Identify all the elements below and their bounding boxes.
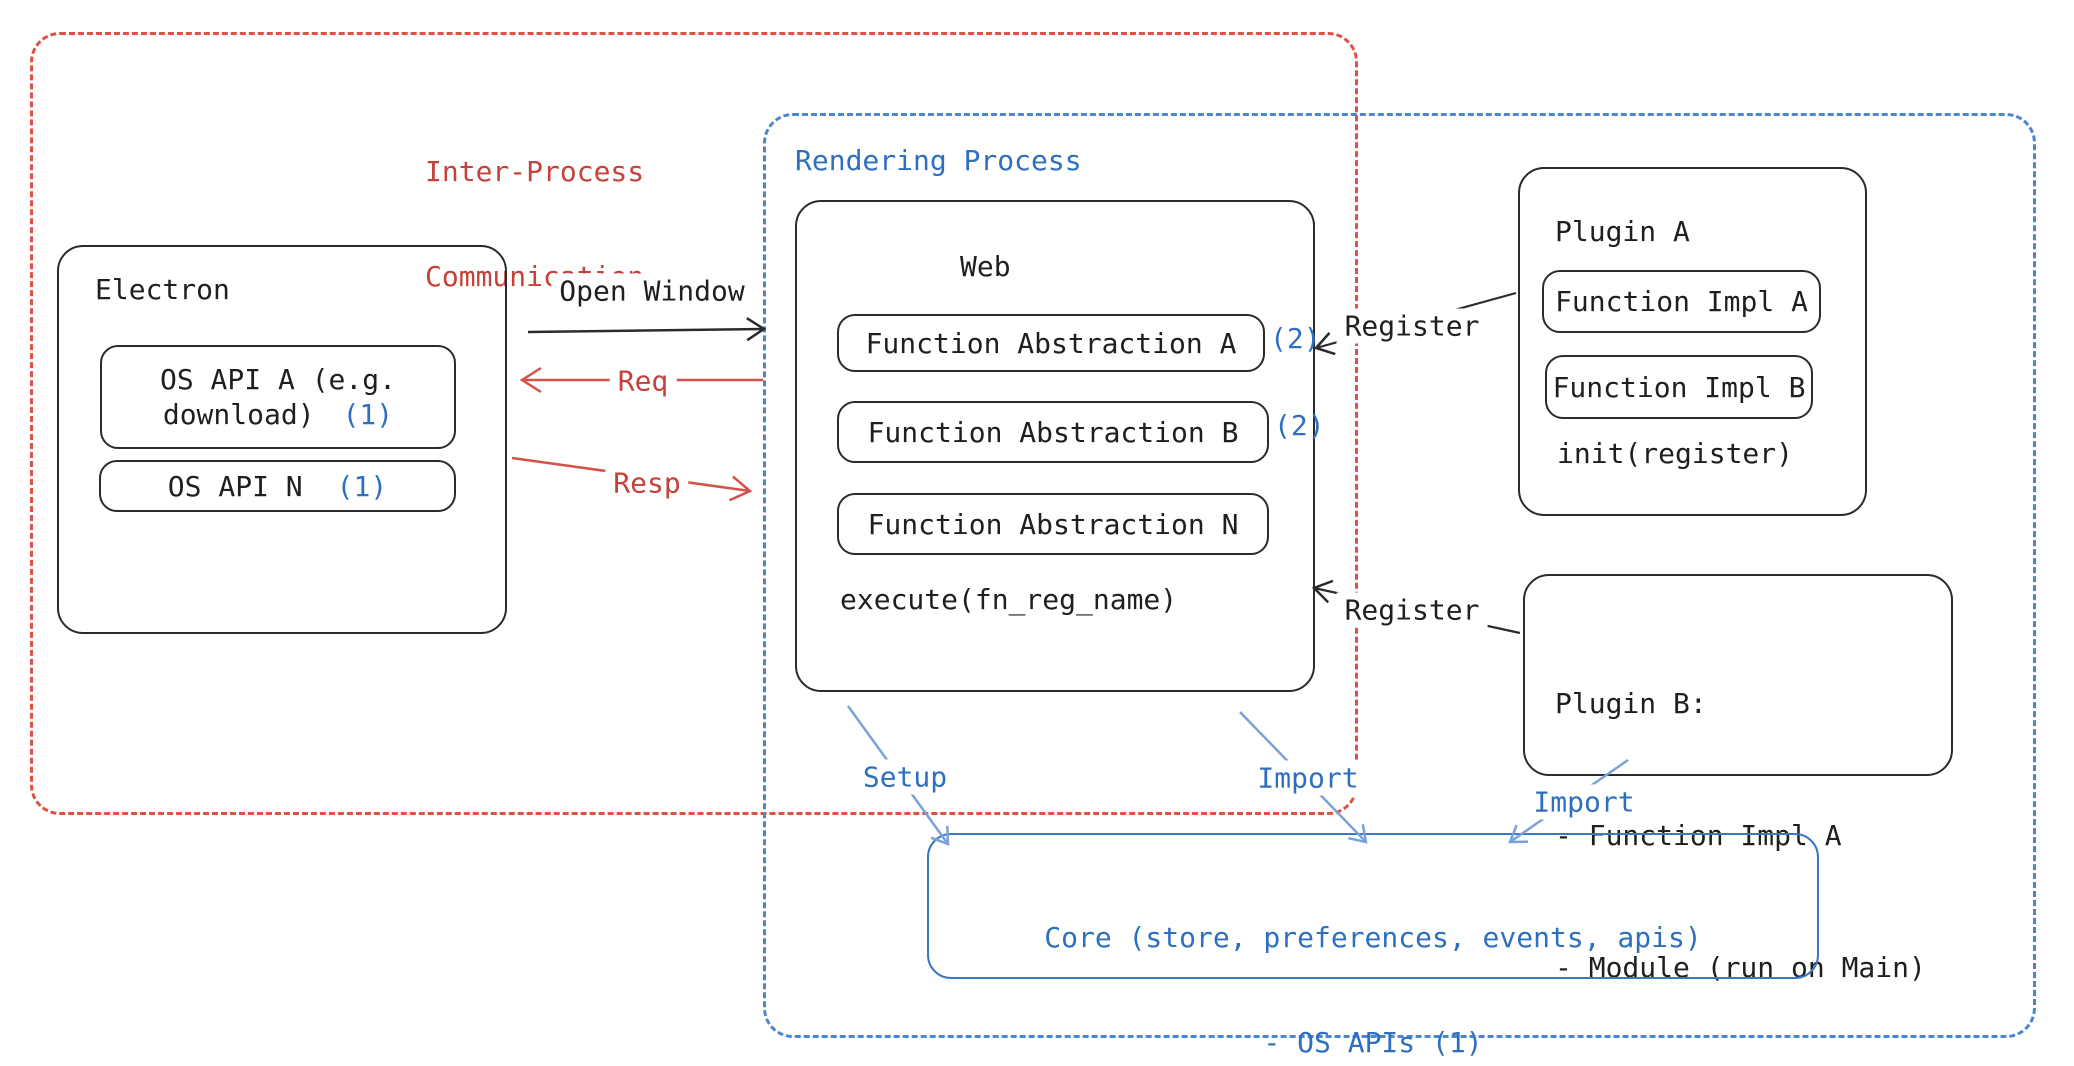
plugin-b-box: Plugin B: - Function Impl A - Module (ru… <box>1523 574 1953 984</box>
ipc-frame <box>30 32 1358 815</box>
os-api-a-line1: OS API A (e.g. <box>159 363 396 396</box>
core-line2: - OS APIs (1) <box>1263 1026 1483 1059</box>
core-line1: Core (store, preferences, events, apis) <box>1044 921 1702 954</box>
open-window-label: Open Window <box>551 273 753 309</box>
core-box: Core (store, preferences, events, apis) … <box>927 833 1819 1059</box>
register-top-label: Register <box>1336 308 1488 344</box>
function-impl-a-label: Function Impl A <box>1555 285 1808 318</box>
function-abstraction-a-label: Function Abstraction A <box>865 326 1237 360</box>
function-abstraction-b-box: Function Abstraction B <box>837 401 1269 463</box>
register-bottom-label: Register <box>1336 592 1488 628</box>
resp-label: Resp <box>605 465 689 501</box>
function-abstraction-n-label: Function Abstraction N <box>867 507 1239 541</box>
web-title: Web <box>960 250 1011 283</box>
req-label: Req <box>609 363 677 399</box>
function-abstraction-n-box: Function Abstraction N <box>837 493 1269 555</box>
function-impl-b-label: Function Impl B <box>1552 370 1806 404</box>
function-impl-a-box: Function Impl A <box>1542 270 1821 333</box>
electron-title: Electron <box>95 273 230 306</box>
execute-label: execute(fn_reg_name) <box>840 583 1178 616</box>
plugin-a-title: Plugin A <box>1555 215 1690 248</box>
os-api-n-box: OS API N (1) <box>99 460 456 512</box>
rendering-process-label: Rendering Process <box>795 144 1082 177</box>
function-abstraction-b-label: Function Abstraction B <box>867 415 1239 449</box>
plugin-b-title: Plugin B: <box>1555 687 1707 720</box>
os-api-n-label: OS API N <box>167 469 303 503</box>
web-box: Web Function Abstraction A Function Abst… <box>795 200 1315 692</box>
init-register-label: init(register) <box>1557 437 1794 470</box>
plugin-b-item-1: - Function Impl A <box>1555 819 1842 852</box>
import-right-label: Import <box>1525 784 1643 820</box>
ipc-label-line1: Inter-Process <box>425 155 645 188</box>
electron-box: Electron OS API A (e.g. download)(1) OS … <box>57 245 507 634</box>
function-abstraction-b-ref: (2) <box>1274 409 1325 442</box>
rendering-process-frame <box>763 113 2036 1038</box>
os-api-a-ref: (1) <box>342 398 394 431</box>
function-abstraction-a-box: Function Abstraction A <box>837 314 1265 372</box>
function-impl-b-box: Function Impl B <box>1545 355 1813 419</box>
os-api-n-ref: (1) <box>336 469 388 503</box>
os-api-a-box: OS API A (e.g. download)(1) <box>100 345 456 449</box>
plugin-a-box: Plugin A Function Impl A Function Impl B… <box>1518 167 1867 516</box>
os-api-a-line2: download)(1) <box>162 398 394 431</box>
import-center-label: Import <box>1249 760 1367 796</box>
function-abstraction-a-ref: (2) <box>1270 322 1321 355</box>
setup-label: Setup <box>854 759 956 795</box>
